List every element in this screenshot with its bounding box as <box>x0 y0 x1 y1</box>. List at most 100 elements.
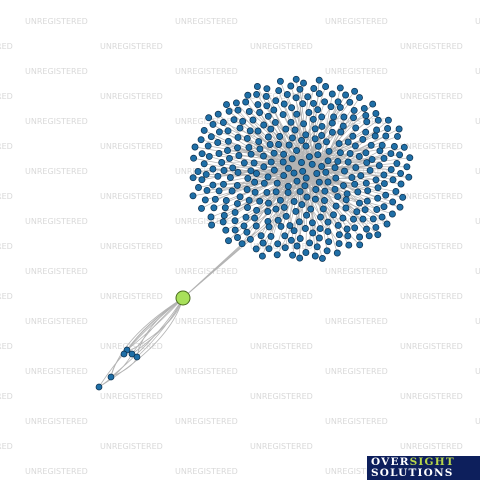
cluster-node <box>211 195 219 203</box>
watermark-text: UNREGISTERED <box>475 17 480 26</box>
cluster-node <box>362 179 370 187</box>
cluster-node <box>337 128 345 136</box>
oversight-solutions-logo: OVERSIGHT SOLUTIONS <box>367 456 480 480</box>
cluster-node <box>240 222 248 230</box>
cluster-node <box>334 221 342 229</box>
cluster-node <box>318 132 326 139</box>
watermark-text: UNREGISTERED <box>325 317 388 326</box>
cluster-node <box>214 110 222 118</box>
cluster-node <box>303 193 311 201</box>
cluster-edge <box>276 181 318 255</box>
cluster-node <box>226 154 233 162</box>
cluster-node <box>325 238 333 246</box>
cluster-node <box>267 158 275 166</box>
cluster-node <box>284 182 292 190</box>
graph-nodes <box>95 75 414 391</box>
cluster-node <box>373 126 381 134</box>
watermark-text: UNREGISTERED <box>100 42 163 51</box>
cluster-node <box>298 136 305 144</box>
cluster-node <box>355 153 363 160</box>
cluster-node <box>293 242 301 250</box>
watermark-text: UNREGISTERED <box>325 217 388 226</box>
cluster-node <box>263 102 271 110</box>
cluster-node <box>328 128 336 136</box>
cluster-node <box>400 143 408 151</box>
cluster-node <box>364 187 372 195</box>
cluster-node <box>314 106 322 114</box>
cluster-node <box>301 225 309 232</box>
cluster-node <box>371 132 379 140</box>
cluster-node <box>315 76 323 84</box>
cluster-node <box>282 125 290 133</box>
cluster-node <box>296 85 304 93</box>
cluster-edge <box>257 86 298 167</box>
cluster-node <box>340 182 347 190</box>
cluster-node <box>348 174 356 181</box>
cluster-node <box>243 186 251 193</box>
cluster-node <box>321 197 328 204</box>
cluster-node <box>335 240 343 248</box>
cluster-node <box>280 100 288 108</box>
cluster-node <box>335 231 343 239</box>
cluster-node <box>274 240 282 248</box>
cluster-node <box>208 221 216 229</box>
cluster-node <box>363 197 371 205</box>
cluster-node <box>302 249 310 256</box>
cluster-node <box>205 114 213 122</box>
cluster-node <box>324 178 332 186</box>
chain-edge <box>98 297 184 388</box>
cluster-node <box>373 206 381 213</box>
cluster-node <box>243 228 251 236</box>
watermark-text: UNREGISTERED <box>250 192 313 201</box>
cluster-node <box>365 232 373 240</box>
cluster-node <box>303 211 311 219</box>
cluster-node <box>351 180 359 188</box>
cluster-node <box>361 206 369 214</box>
cluster-node <box>396 151 404 159</box>
cluster-node <box>283 91 291 98</box>
watermark-text: UNREGISTERED <box>400 42 463 51</box>
cluster-node <box>224 147 231 154</box>
watermark-text: UNREGISTERED <box>400 242 463 251</box>
cluster-node <box>318 162 326 170</box>
chain-node <box>107 373 115 381</box>
cluster-node <box>266 141 274 148</box>
cluster-node <box>315 178 323 186</box>
cluster-node <box>382 191 390 199</box>
cluster-node <box>226 174 234 182</box>
cluster-node <box>279 111 287 119</box>
watermark-text: UNREGISTERED <box>400 92 463 101</box>
cluster-node <box>253 170 260 177</box>
cluster-node <box>232 99 240 107</box>
cluster-node <box>276 77 284 85</box>
cluster-node <box>220 180 227 188</box>
cluster-node <box>245 143 253 151</box>
cluster-node <box>299 167 307 175</box>
cluster-node <box>253 90 261 98</box>
cluster-node <box>244 204 251 211</box>
cluster-node <box>198 150 206 158</box>
cluster-edge <box>256 94 321 185</box>
cluster-edge <box>304 103 373 176</box>
cluster-node <box>275 87 283 95</box>
cluster-edge <box>194 146 296 165</box>
cluster-node <box>316 225 324 233</box>
cluster-node <box>324 157 332 165</box>
cluster-node <box>270 106 278 114</box>
cluster-node <box>210 204 218 212</box>
watermark-text: UNREGISTERED <box>0 342 13 351</box>
watermark-text: UNREGISTERED <box>400 192 463 201</box>
cluster-node <box>296 188 304 196</box>
cluster-node <box>293 110 301 118</box>
cluster-node <box>359 215 367 223</box>
cluster-node <box>339 122 347 130</box>
cluster-node <box>280 172 288 180</box>
cluster-node <box>362 149 370 157</box>
cluster-node <box>310 99 317 107</box>
cluster-node <box>219 119 227 126</box>
cluster-node <box>306 239 314 247</box>
cluster-node <box>292 94 300 102</box>
cluster-node <box>314 151 322 159</box>
cluster-node <box>331 185 339 193</box>
cluster-node <box>239 117 247 125</box>
